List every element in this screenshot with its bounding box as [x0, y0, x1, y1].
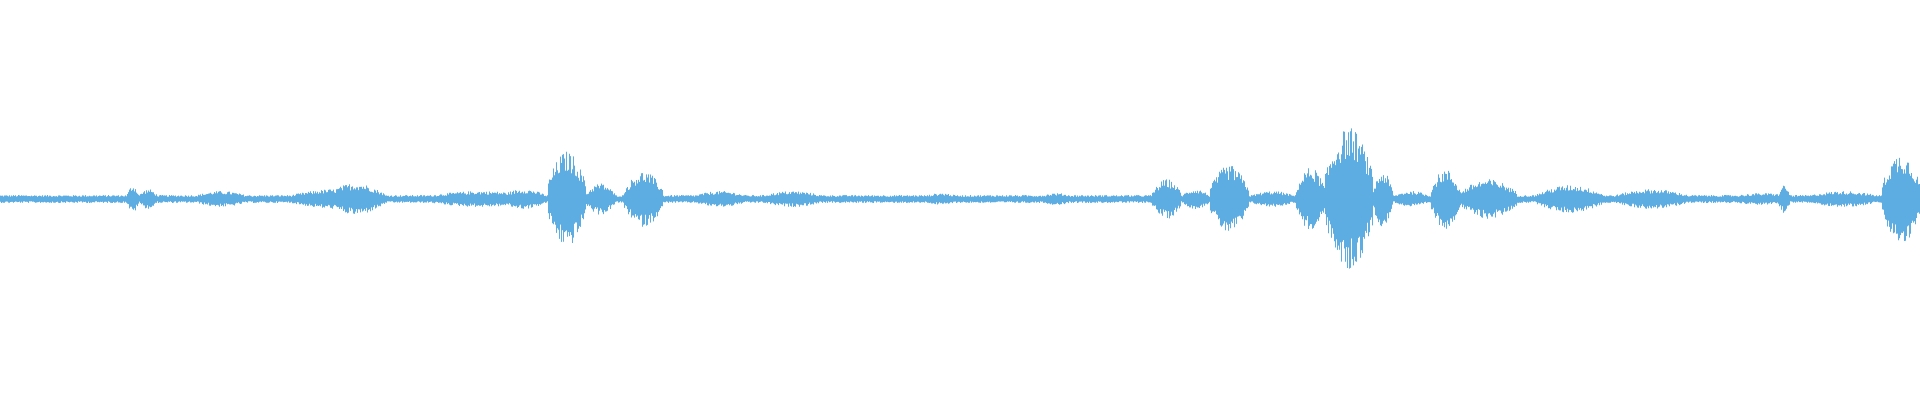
- audio-waveform: [0, 128, 1920, 269]
- waveform-graphic: [0, 128, 1920, 269]
